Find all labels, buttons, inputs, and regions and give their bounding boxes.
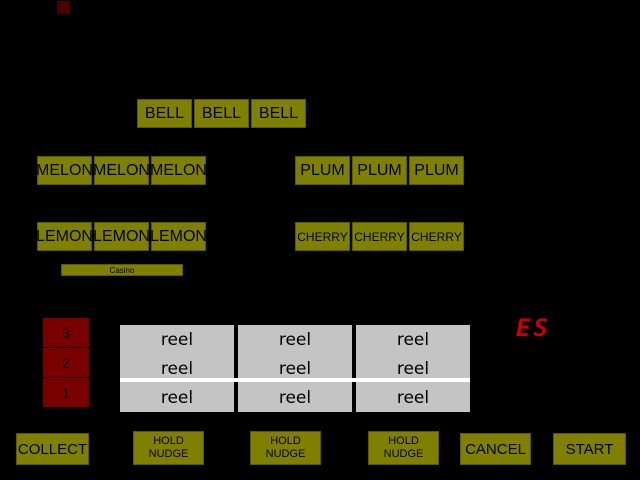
collect-button[interactable]: COLLECT <box>15 432 90 466</box>
payline-marker <box>120 378 470 382</box>
paytable-row-lemon: LEMON LEMON LEMON <box>36 222 207 251</box>
cancel-button[interactable]: CANCEL <box>459 432 532 466</box>
start-button[interactable]: START <box>552 432 627 466</box>
winline-selector: 3 2 1 <box>42 317 90 408</box>
symbol-bell: BELL <box>137 99 192 128</box>
reel-cell: reel <box>160 329 194 350</box>
symbol-plum: PLUM <box>409 156 464 185</box>
winline-3: 3 <box>42 317 90 348</box>
casino-label-bar: Casino <box>60 263 184 277</box>
winline-2: 2 <box>42 347 90 378</box>
paytable-row-plum: PLUM PLUM PLUM <box>295 156 464 185</box>
reel-2: reel reel reel <box>238 325 352 412</box>
hold-nudge-button-2[interactable]: HOLD NUDGE <box>249 430 322 466</box>
reel-cell: reel <box>278 387 312 408</box>
paytable-row-cherry: CHERRY CHERRY CHERRY <box>295 222 464 251</box>
winline-1: 1 <box>42 377 90 408</box>
symbol-cherry: CHERRY <box>409 222 464 251</box>
hold-nudge-button-3[interactable]: HOLD NUDGE <box>367 430 440 466</box>
symbol-bell: BELL <box>194 99 249 128</box>
paytable-row-bell: BELL BELL BELL <box>137 99 306 128</box>
symbol-lemon: LEMON <box>36 222 93 251</box>
hold-label: HOLD <box>388 435 419 447</box>
credit-display: ES <box>516 314 551 342</box>
nudge-label: NUDGE <box>383 448 424 460</box>
symbol-lemon: LEMON <box>150 222 207 251</box>
casino-label: Casino <box>109 265 135 275</box>
nudge-label: NUDGE <box>265 448 306 460</box>
symbol-melon: MELON <box>93 156 150 185</box>
reel-cell: reel <box>396 358 430 379</box>
reel-cell: reel <box>396 329 430 350</box>
reel-3: reel reel reel <box>356 325 470 412</box>
symbol-bell: BELL <box>251 99 306 128</box>
reel-cell: reel <box>160 387 194 408</box>
reel-cell: reel <box>278 329 312 350</box>
hold-label: HOLD <box>270 435 301 447</box>
paytable-row-melon: MELON MELON MELON <box>36 156 207 185</box>
symbol-melon: MELON <box>36 156 93 185</box>
symbol-cherry: CHERRY <box>295 222 350 251</box>
hold-label: HOLD <box>153 435 184 447</box>
symbol-plum: PLUM <box>295 156 350 185</box>
symbol-cherry: CHERRY <box>352 222 407 251</box>
corner-indicator <box>57 1 70 14</box>
reel-cell: reel <box>396 387 430 408</box>
reel-cell: reel <box>160 358 194 379</box>
hold-nudge-button-1[interactable]: HOLD NUDGE <box>132 430 205 466</box>
symbol-melon: MELON <box>150 156 207 185</box>
reel-cell: reel <box>278 358 312 379</box>
symbol-plum: PLUM <box>352 156 407 185</box>
reel-1: reel reel reel <box>120 325 234 412</box>
nudge-label: NUDGE <box>148 448 189 460</box>
symbol-lemon: LEMON <box>93 222 150 251</box>
